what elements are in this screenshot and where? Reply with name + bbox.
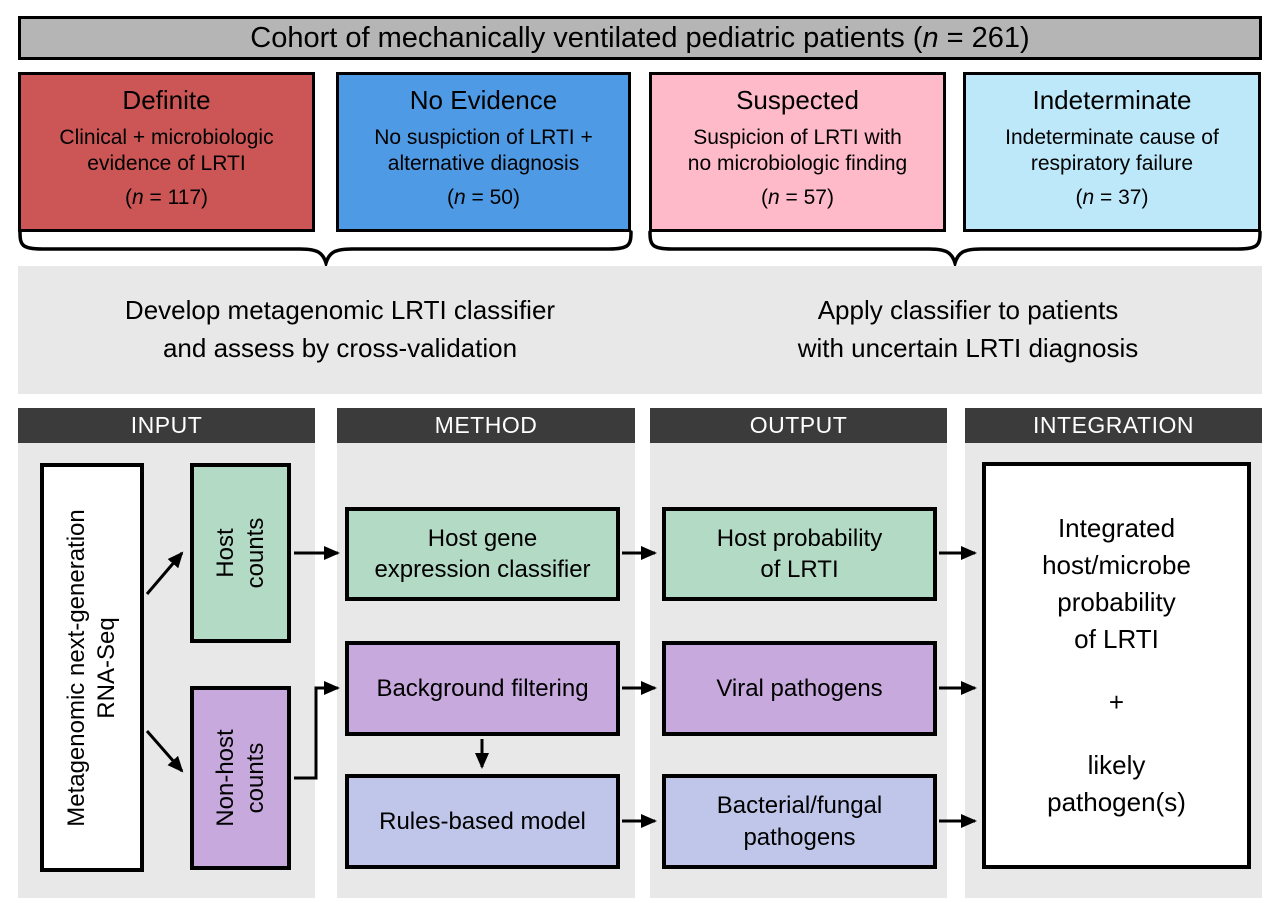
background-filtering-box: Background filtering	[345, 641, 620, 736]
group-braces	[18, 230, 1262, 267]
group-title: Definite	[122, 85, 211, 115]
column-header-integration: INTEGRATION	[965, 408, 1262, 443]
nonhost-counts-label: Non-host counts	[211, 729, 269, 827]
rnaseq-box: Metagenomic next-generation RNA-Seq	[40, 463, 144, 872]
host-probability-box: Host probability of LRTI	[662, 507, 937, 601]
column-header-input: INPUT	[18, 408, 315, 443]
bacterial-fungal-box: Bacterial/fungal pathogens	[662, 774, 937, 869]
develop-brace	[18, 230, 633, 267]
group-description: Clinical + microbiologic evidence of LRT…	[59, 126, 274, 176]
group-count: (n = 50)	[447, 186, 520, 210]
cohort-group-no-evidence: No Evidence No suspiction of LRTI + alte…	[336, 72, 631, 232]
group-title: Indeterminate	[1032, 85, 1192, 115]
group-description: No suspiction of LRTI + alternative diag…	[374, 126, 593, 176]
phase-band: Develop metagenomic LRTI classifier and …	[18, 266, 1262, 394]
group-description: Suspicion of LRTI with no microbiologic …	[687, 126, 908, 176]
column-header-output: OUTPUT	[650, 408, 947, 443]
group-description: Indeterminate cause of respiratory failu…	[1005, 126, 1219, 176]
column-header-method: METHOD	[337, 408, 635, 443]
rules-model-box: Rules-based model	[345, 774, 620, 869]
viral-pathogens-box: Viral pathogens	[662, 641, 937, 736]
group-count: (n = 57)	[761, 186, 834, 210]
host-counts-box: Host counts	[190, 463, 291, 643]
apply-classifier-label: Apply classifier to patients with uncert…	[797, 295, 1139, 363]
group-count: (n = 117)	[124, 186, 209, 210]
nonhost-counts-box: Non-host counts	[190, 686, 291, 870]
host-counts-label: Host counts	[211, 517, 269, 589]
group-title: Suspected	[736, 85, 859, 115]
cohort-header-bar: Cohort of mechanically ventilated pediat…	[18, 16, 1262, 60]
host-classifier-box: Host gene expression classifier	[345, 507, 620, 601]
develop-classifier-label: Develop metagenomic LRTI classifier and …	[124, 295, 556, 363]
cohort-header-text: Cohort of mechanically ventilated pediat…	[250, 21, 1030, 54]
group-title: No Evidence	[409, 85, 558, 115]
cohort-group-definite: Definite Clinical + microbiologic eviden…	[18, 72, 315, 232]
integration-box: Integrated host/microbe probability of L…	[982, 462, 1251, 869]
plus-sign: +	[1108, 686, 1125, 717]
cohort-group-indeterminate: Indeterminate Indeterminate cause of res…	[963, 72, 1261, 232]
apply-brace	[648, 230, 1262, 267]
group-count: (n = 37)	[1075, 186, 1149, 210]
cohort-group-suspected: Suspected Suspicion of LRTI with no micr…	[649, 72, 946, 232]
rnaseq-label: Metagenomic next-generation RNA-Seq	[63, 508, 120, 827]
